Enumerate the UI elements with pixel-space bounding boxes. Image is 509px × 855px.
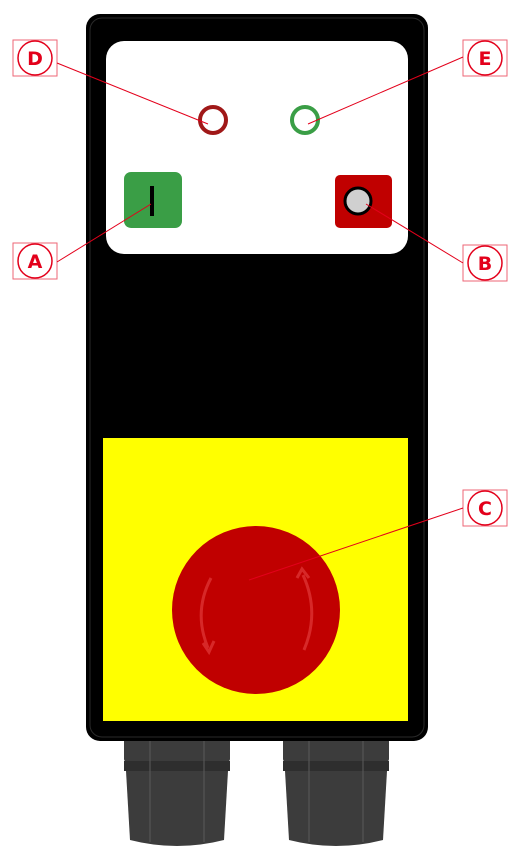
cable-gland-left (124, 738, 230, 846)
callout-e: E (463, 40, 507, 76)
callout-d: D (13, 40, 57, 76)
callout-letter-b: B (478, 253, 492, 275)
callout-letter-c: C (478, 498, 492, 520)
callout-letter-a: A (28, 251, 43, 273)
emergency-stop-button[interactable] (172, 526, 340, 694)
callout-c: C (463, 490, 507, 526)
stop-button[interactable] (335, 175, 392, 228)
callout-b: B (463, 245, 507, 281)
indicator-lamp-d (200, 107, 226, 133)
gray-disc-icon (345, 188, 371, 214)
callout-letter-d: D (27, 48, 43, 70)
indicator-lamp-e (292, 107, 318, 133)
callout-letter-e: E (479, 48, 492, 70)
callout-a: A (13, 243, 57, 279)
power-on-bar-icon (150, 186, 154, 216)
cable-gland-right (283, 738, 389, 846)
start-button[interactable] (124, 172, 182, 228)
